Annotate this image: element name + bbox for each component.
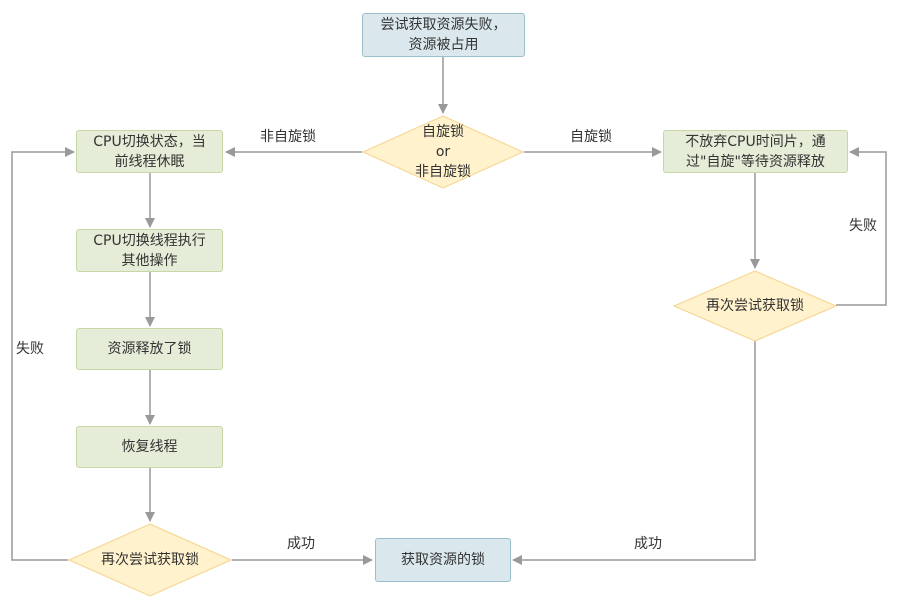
edge-retry-right-success [512, 341, 756, 565]
retry-left-diamond-shape [68, 523, 232, 597]
edge-label-success-left: 成功 [287, 536, 315, 552]
cpu-switch-state-node: CPU切换状态，当 前线程休眠 [76, 130, 223, 173]
decision-diamond-shape [362, 115, 524, 189]
edge-label-non-spin: 非自旋锁 [260, 129, 316, 145]
resource-released-label: 资源释放了锁 [107, 341, 192, 357]
start-node-label: 尝试获取资源失败， 资源被占用 [380, 17, 507, 53]
spin-wait-label: 不放弃CPU时间片，通 过"自旋"等待资源释放 [685, 133, 826, 170]
retry-right-label: 再次尝试获取锁 [706, 298, 804, 314]
edge-retry-right-fail-loop [836, 147, 887, 306]
resource-released-node: 资源释放了锁 [76, 328, 223, 370]
retry-right-diamond: 再次尝试获取锁 [673, 270, 837, 342]
retry-left-diamond: 再次尝试获取锁 [68, 523, 232, 597]
cpu-switch-thread-node: CPU切换线程执行 其他操作 [76, 229, 223, 272]
start-node: 尝试获取资源失败， 资源被占用 [362, 13, 525, 57]
decision-diamond: 自旋锁 or 非自旋锁 [362, 115, 524, 189]
edge-label-success-right: 成功 [634, 536, 662, 552]
spin-wait-node: 不放弃CPU时间片，通 过"自旋"等待资源释放 [663, 130, 848, 173]
decision-label: 自旋锁 or 非自旋锁 [415, 124, 471, 180]
resume-thread-label: 恢复线程 [121, 439, 178, 455]
cpu-switch-thread-label: CPU切换线程执行 其他操作 [93, 232, 206, 269]
acquire-lock-label: 获取资源的锁 [401, 552, 485, 568]
cpu-switch-state-label: CPU切换状态，当 前线程休眠 [93, 133, 206, 170]
edge-label-spin: 自旋锁 [570, 129, 612, 145]
edge-retry-left-fail-loop [11, 147, 75, 561]
edge-label-fail-left: 失败 [16, 341, 44, 357]
edge-label-fail-right: 失败 [849, 218, 877, 234]
retry-right-diamond-shape [673, 270, 837, 342]
retry-left-label: 再次尝试获取锁 [101, 552, 199, 568]
resume-thread-node: 恢复线程 [76, 426, 223, 468]
acquire-lock-node: 获取资源的锁 [375, 538, 511, 582]
